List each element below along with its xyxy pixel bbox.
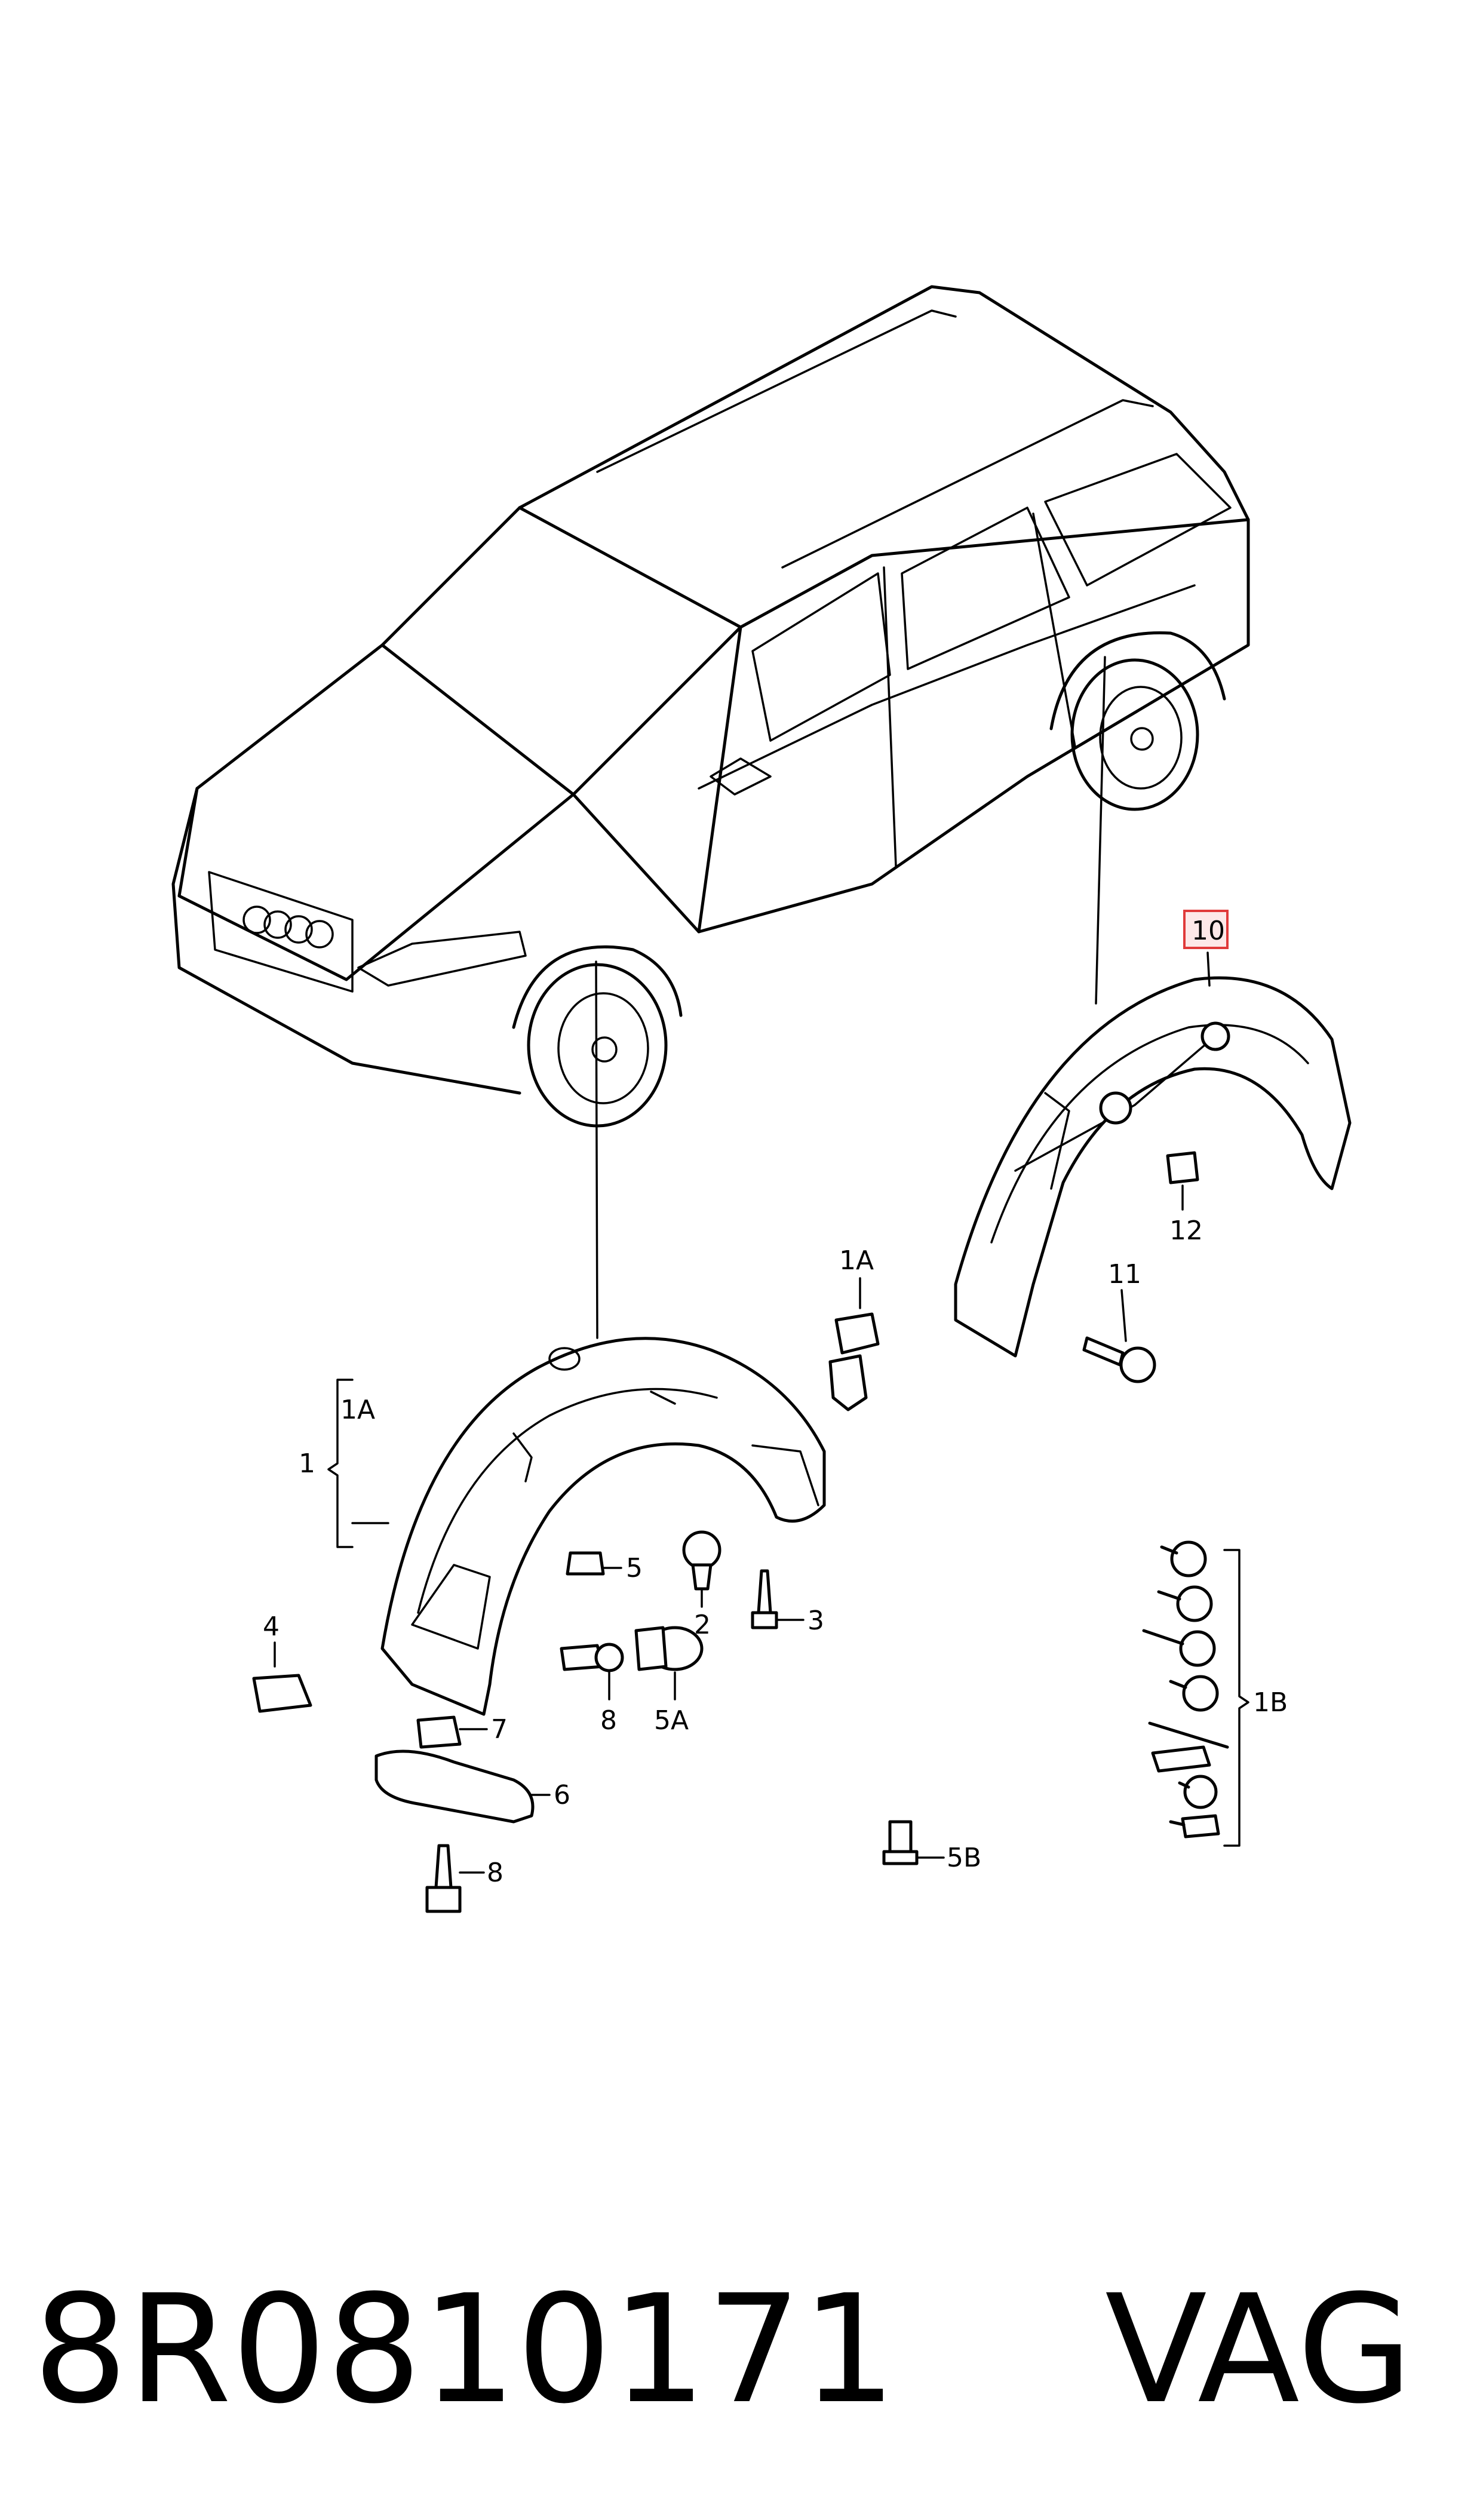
callout-5A[interactable]: 5A (654, 1705, 689, 1736)
expanding-rivet-2-part (682, 1530, 721, 1608)
nut-5-part (566, 1551, 622, 1576)
clip-1A-part (828, 1277, 880, 1411)
callout-2[interactable]: 2 (694, 1610, 711, 1640)
callout-10-highlight (1183, 910, 1229, 949)
callout-3[interactable]: 3 (807, 1606, 824, 1636)
callout-8-upper[interactable]: 8 (600, 1705, 617, 1736)
vehicle-illustration (171, 285, 1250, 1128)
leader-rear-wheel (1095, 656, 1106, 1005)
brand-name: VAG (1105, 2263, 1413, 2436)
callout-10[interactable]: 10 (1192, 916, 1225, 946)
callout-4[interactable]: 4 (263, 1612, 280, 1642)
bracket-6-part (374, 1749, 551, 1824)
clip-7-part (416, 1715, 488, 1749)
rear-wheel-housing-liner (954, 976, 1352, 1358)
screw-8-lower-part (425, 1844, 485, 1913)
callout-1A-bracket[interactable]: 1A (340, 1395, 375, 1425)
front-wheel-housing-liner (380, 1337, 826, 1716)
callout-7[interactable]: 7 (491, 1714, 508, 1745)
pin-5B-part (882, 1820, 945, 1865)
rivet-5A-part (634, 1626, 704, 1701)
leader-10 (1206, 951, 1211, 987)
screw-11-part (1082, 1289, 1156, 1383)
nut-4-part (252, 1641, 312, 1713)
callout-1[interactable]: 1 (299, 1448, 315, 1479)
bracket-1B (1223, 1549, 1249, 1847)
bracket-1 (327, 1379, 354, 1548)
hardware-kit-1B (1142, 1540, 1229, 1838)
screw-8-upper-part (560, 1643, 624, 1701)
callout-11[interactable]: 11 (1108, 1259, 1141, 1290)
callout-12[interactable]: 12 (1169, 1216, 1203, 1246)
screw-3-part (751, 1569, 805, 1629)
callout-8-lower[interactable]: 8 (487, 1858, 503, 1888)
callout-5B[interactable]: 5B (947, 1843, 981, 1873)
part-number: 8R0810171 (33, 2263, 896, 2436)
callout-1A-top[interactable]: 1A (839, 1245, 874, 1276)
callout-5[interactable]: 5 (626, 1553, 643, 1583)
callout-1B[interactable]: 1B (1253, 1687, 1288, 1718)
nut-12-part (1166, 1151, 1199, 1211)
leader-front-wheel (595, 960, 598, 1339)
callout-6[interactable]: 6 (554, 1780, 570, 1810)
